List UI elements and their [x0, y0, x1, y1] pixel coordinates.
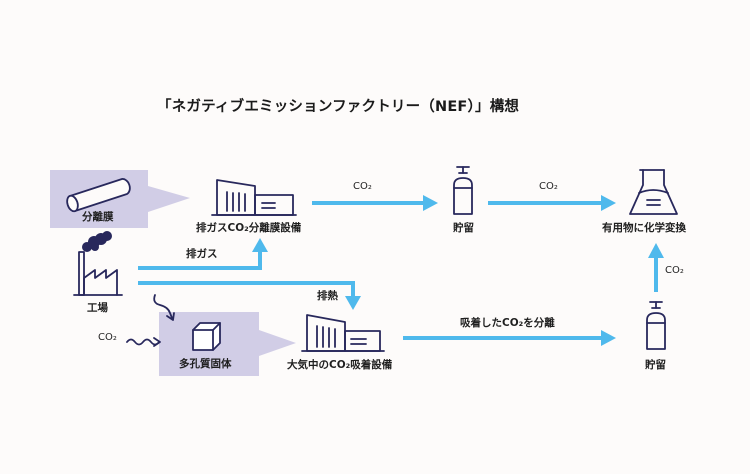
storage-top-label: 貯留 [453, 222, 474, 234]
co2-to-storage-arrow [312, 195, 438, 211]
co2-to-conversion-arrow [488, 195, 616, 211]
co2-to-storage-label: CO₂ [353, 181, 372, 192]
adsorbed-co2-arrow [403, 330, 616, 346]
chemical-conversion-label: 有用物に化学変換 [602, 222, 686, 234]
exhaust-gas-label: 排ガス [186, 248, 218, 260]
co2-up-arrow [648, 243, 664, 292]
adsorbed-co2-label: 吸着したCO₂を分離 [460, 317, 555, 329]
co2-up-label: CO₂ [665, 265, 684, 276]
membrane-label: 分離膜 [82, 211, 114, 223]
storage-bottom-label: 貯留 [645, 359, 666, 371]
factory-icon [73, 231, 123, 296]
porous-solid-cube-icon [192, 322, 221, 351]
porous-solid-label: 多孔質固体 [179, 358, 232, 370]
gas-cylinder-bottom-icon [646, 301, 666, 350]
gas-cylinder-top-icon [453, 166, 473, 215]
factory-label: 工場 [87, 302, 108, 314]
dac-facility-label: 大気中のCO₂吸着設備 [287, 359, 393, 371]
dac-facility-icon [301, 314, 385, 352]
membrane-facility-icon [211, 179, 297, 216]
membrane-facility-label: 排ガスCO₂分離膜設備 [196, 222, 302, 234]
factory-emission-arrow [153, 294, 175, 321]
membrane-callout [50, 170, 190, 228]
air-co2-label: CO₂ [98, 332, 117, 343]
membrane-tube-icon [66, 178, 131, 213]
co2-to-conversion-label: CO₂ [539, 181, 558, 192]
waste-heat-label: 排熱 [317, 290, 338, 302]
air-co2-wave-arrow [126, 337, 161, 347]
waste-heat-arrow [138, 281, 361, 310]
flask-icon [629, 169, 678, 215]
exhaust-gas-arrow [138, 238, 268, 270]
diagram-title: 「ネガティブエミッションファクトリー（NEF）」構想 [157, 99, 520, 115]
